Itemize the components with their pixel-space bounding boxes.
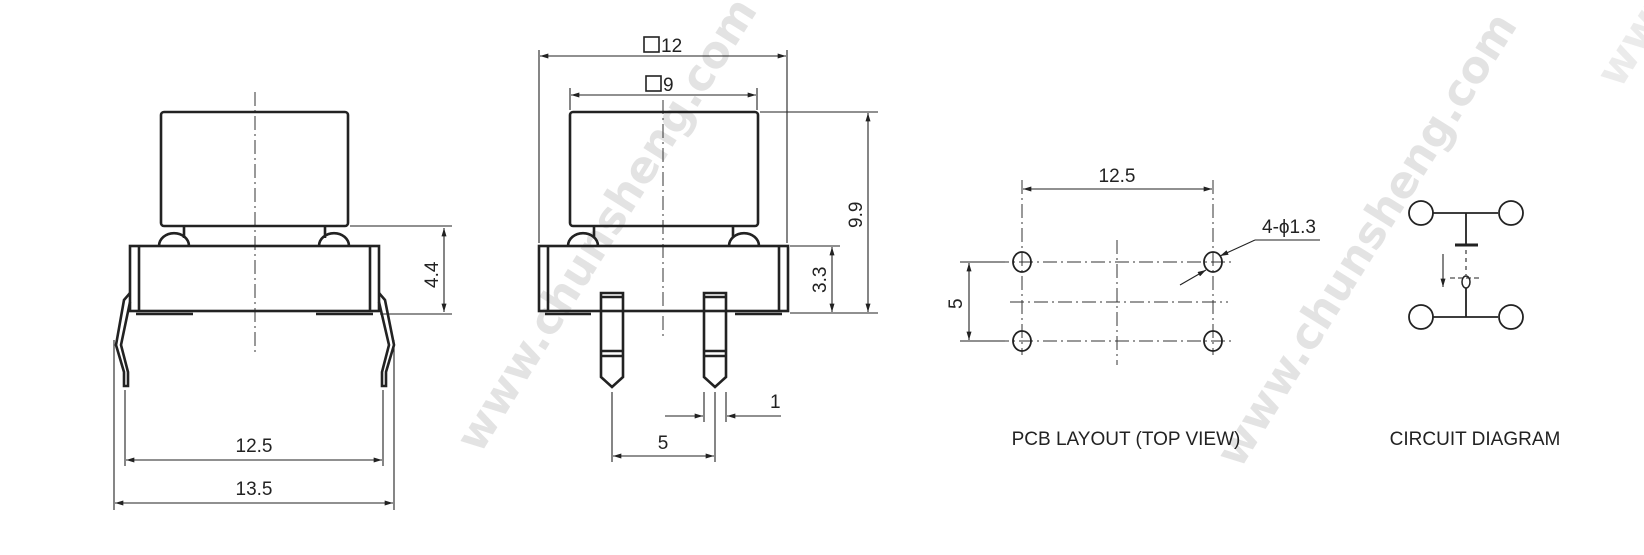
dim-cap: 9 bbox=[663, 75, 674, 96]
terminal bbox=[1408, 200, 1434, 226]
terminal bbox=[1498, 304, 1524, 330]
terminal bbox=[1408, 304, 1434, 330]
pcb-layout-title: PCB LAYOUT (TOP VIEW) bbox=[1012, 429, 1241, 450]
dim-width: 13.5 bbox=[236, 479, 273, 500]
dim-body: 12 bbox=[661, 36, 682, 57]
dim-total-height: 9.9 bbox=[846, 202, 867, 228]
pcb-hole-note: 4-ϕ1.3 bbox=[1262, 217, 1316, 238]
circuit-diagram-title: CIRCUIT DIAGRAM bbox=[1390, 429, 1561, 450]
pcb-hole bbox=[1203, 330, 1223, 352]
pcb-hole bbox=[1012, 251, 1032, 273]
terminal bbox=[1498, 200, 1524, 226]
front-view: 4.4 12.5 13.5 bbox=[113, 92, 452, 510]
dim-height: 4.4 bbox=[422, 261, 443, 288]
dim-pin-width: 1 bbox=[770, 392, 781, 413]
watermark: www.chunsheng.com bbox=[1586, 0, 1644, 96]
pcb-hole bbox=[1012, 330, 1032, 352]
dim-pitch: 12.5 bbox=[236, 436, 273, 457]
pcb-dim-y: 5 bbox=[946, 298, 967, 309]
dim-pin-pitch: 5 bbox=[658, 433, 669, 454]
watermark: www.chunsheng.com bbox=[446, 0, 767, 461]
dim-base-height: 3.3 bbox=[810, 267, 831, 293]
circuit-diagram: CIRCUIT DIAGRAM bbox=[1390, 200, 1561, 450]
pcb-hole bbox=[1203, 251, 1223, 273]
pcb-dim-x: 12.5 bbox=[1099, 166, 1136, 187]
side-view: 12 9 9.9 3.3 5 1 bbox=[537, 36, 878, 462]
pcb-layout: 12.5 5 4-ϕ1.3 PCB LAYOUT (TOP VIEW) bbox=[946, 166, 1320, 450]
